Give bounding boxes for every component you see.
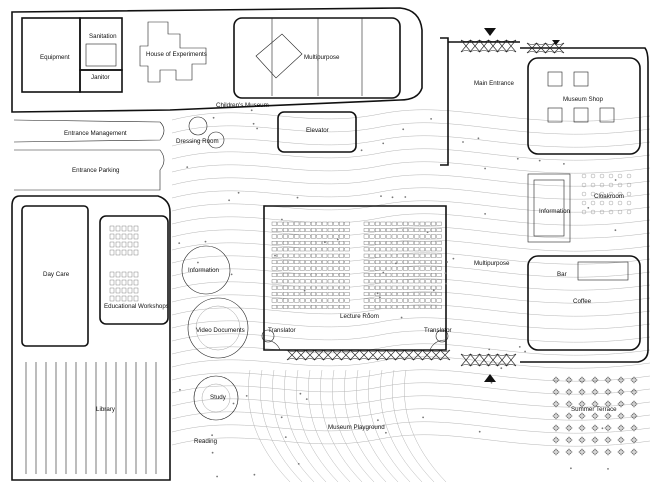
cloakroom-racks <box>581 173 632 215</box>
label-day-care: Day Care <box>43 271 70 278</box>
museum-shop-room <box>527 57 641 155</box>
library-shelves <box>25 362 157 474</box>
label-bar: Bar <box>557 271 567 278</box>
label-dressing-room: Dressing Room <box>176 138 219 145</box>
label-childrens-museum: Children's Museum <box>216 102 269 109</box>
dressing-room-circles <box>188 116 225 149</box>
label-summer-terrace: Summer Terrace <box>571 406 617 413</box>
day-care-room <box>21 205 89 347</box>
information-right-room <box>527 173 571 243</box>
study-circle <box>193 375 239 421</box>
label-entrance-management: Entrance Management <box>64 130 127 137</box>
label-study: Study <box>210 394 227 401</box>
summer-terrace-tables <box>552 376 638 456</box>
label-translator-left: Translator <box>268 327 296 334</box>
label-educational-workshops: Educational Workshops <box>104 303 169 310</box>
label-translator-right: Translator <box>424 327 452 334</box>
janitor-room <box>79 69 123 93</box>
label-museum-playground: Museum Playground <box>328 424 385 431</box>
information-left-circle <box>181 245 231 295</box>
terrain-contours <box>171 109 651 483</box>
label-reading: Reading <box>194 438 218 445</box>
label-house-of-experiments: House of Experiments <box>146 51 207 58</box>
multipurpose-top-room <box>233 17 401 99</box>
elevator-room <box>277 111 357 153</box>
video-documents-circle <box>187 297 249 359</box>
label-information-right: Information <box>539 208 571 215</box>
scatter-dots <box>178 109 617 478</box>
label-sanitation: Sanitation <box>89 33 117 40</box>
lecture-room <box>261 205 449 351</box>
label-coffee: Coffee <box>573 298 592 305</box>
entrance-arrows <box>484 28 560 382</box>
label-entrance-parking: Entrance Parking <box>72 167 120 174</box>
gate-connectors <box>286 39 565 367</box>
label-library: Library <box>96 406 116 413</box>
label-video-documents: Video Documents <box>196 327 245 334</box>
sanitation-room <box>79 17 123 71</box>
label-multipurpose-mid: Multipurpose <box>474 260 510 267</box>
label-museum-shop: Museum Shop <box>563 96 603 103</box>
label-janitor: Janitor <box>91 74 110 81</box>
educational-workshops <box>99 215 169 325</box>
label-multipurpose-top: Multipurpose <box>304 54 340 61</box>
house-of-experiments <box>139 21 207 83</box>
label-information-left: Information <box>188 267 220 274</box>
label-equipment: Equipment <box>40 54 70 61</box>
label-lecture-room: Lecture Room <box>340 313 379 320</box>
label-main-entrance: Main Entrance <box>474 80 514 87</box>
label-cloakroom: Cloakroom <box>594 193 624 200</box>
label-elevator: Elevator <box>306 127 329 134</box>
room-labels: Equipment Sanitation Janitor House of Ex… <box>40 33 624 445</box>
bar-coffee-room <box>527 255 641 351</box>
